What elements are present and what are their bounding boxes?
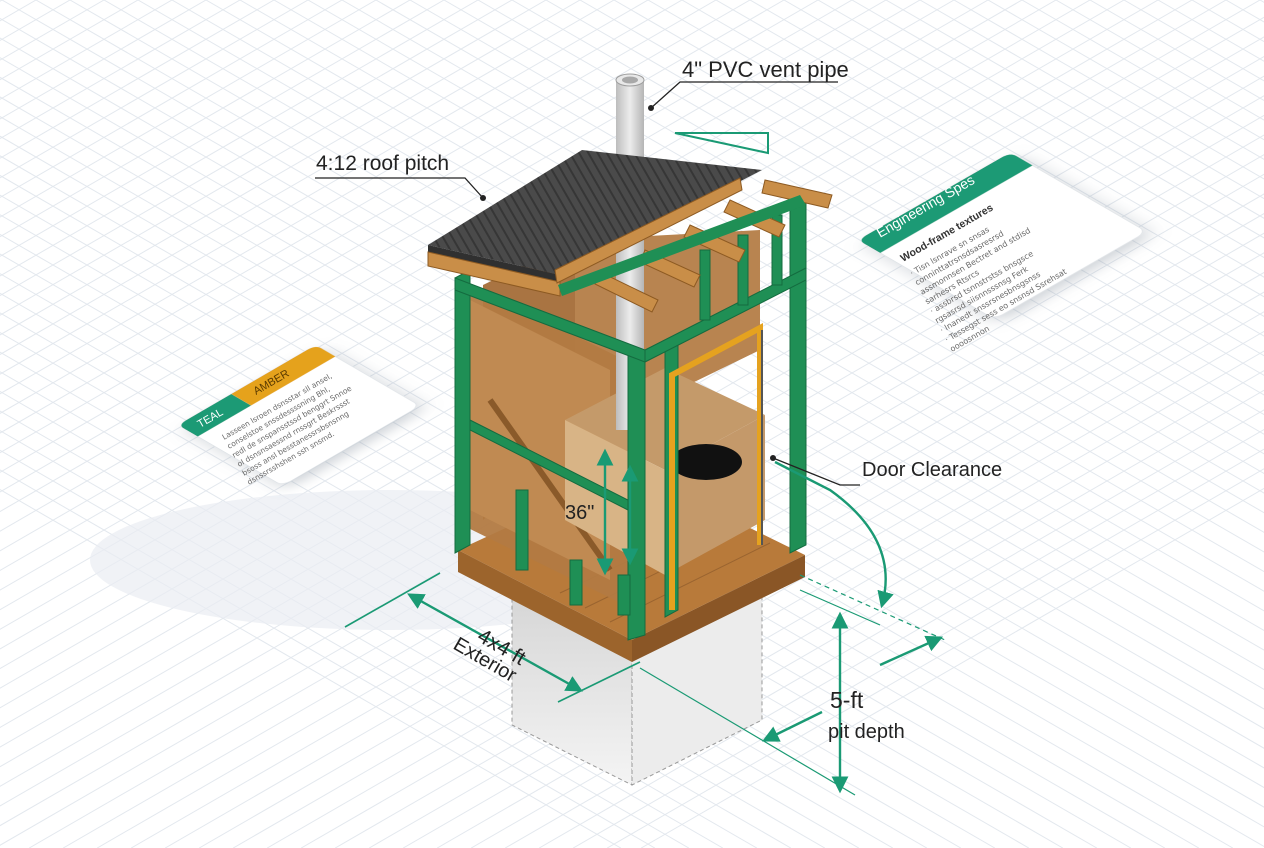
roof-pitch-label: 4:12 roof pitch: [316, 152, 449, 175]
vent-pipe-label: 4" PVC vent pipe: [682, 57, 849, 82]
outhouse-structure: [427, 73, 833, 662]
door-clearance-label: Door Clearance: [862, 459, 1002, 481]
seat-height-label: 36": [565, 502, 594, 524]
legend-card: [181, 346, 417, 484]
floor-front-right: [632, 555, 805, 662]
seat-hole: [670, 444, 742, 480]
pit-depth-label: pit depth: [828, 721, 905, 743]
roof-panel: [428, 150, 762, 275]
dimension-lines: [315, 81, 946, 796]
pitch-triangle: [674, 132, 769, 155]
pit-depth-value: 5-ft: [830, 687, 864, 713]
engineering-spec-card: [861, 154, 1143, 318]
